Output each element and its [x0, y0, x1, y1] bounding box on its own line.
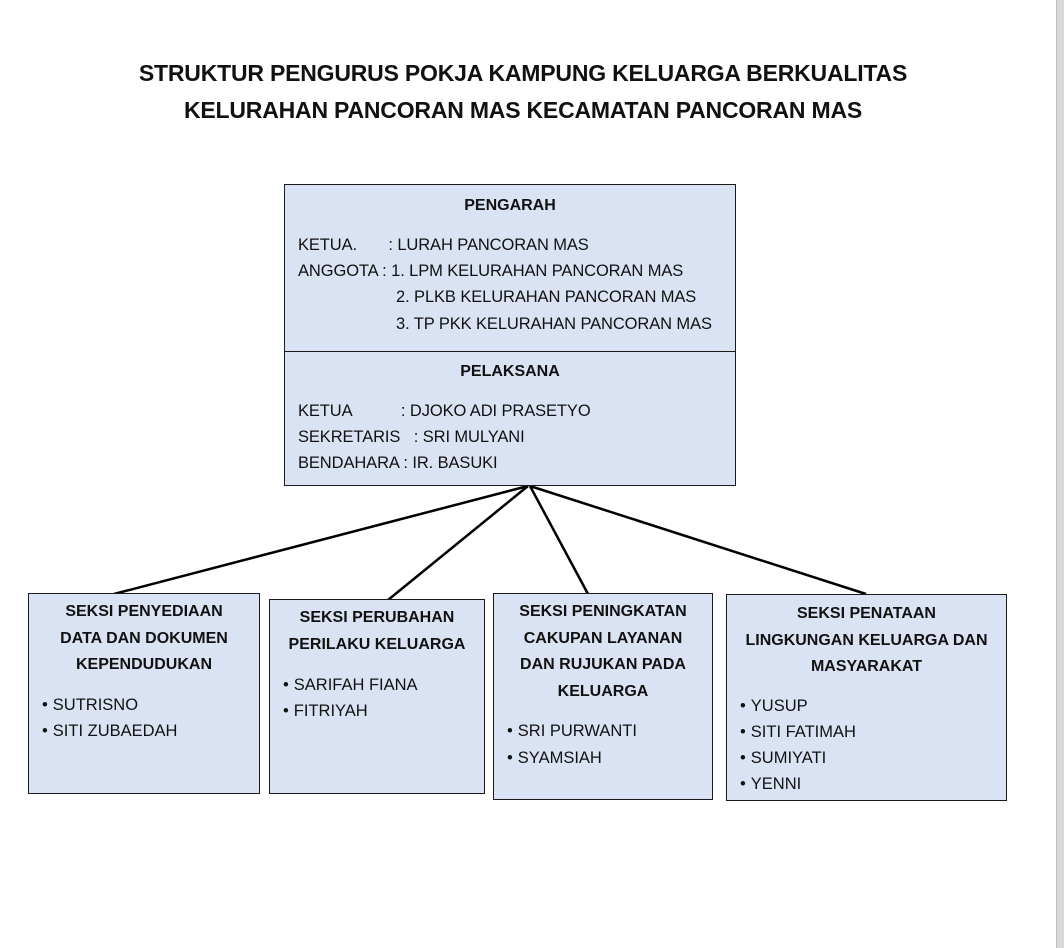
- section-title-line: SEKSI PENINGKATAN: [519, 603, 687, 620]
- page-edge: [1057, 0, 1064, 948]
- pengarah-heading: PENGARAH: [464, 197, 556, 214]
- member-item: SYAMSIAH: [507, 749, 602, 768]
- pelaksana-box: PELAKSANA KETUA : DJOKO ADI PRASETYO SEK…: [284, 351, 736, 486]
- section-box-penataan-lingkungan: SEKSI PENATAAN LINGKUNGAN KELUARGA DAN M…: [726, 594, 1007, 801]
- section-title: SEKSI PENYEDIAAN DATA DAN DOKUMEN KEPEND…: [29, 599, 259, 679]
- section-box-penyediaan-data: SEKSI PENYEDIAAN DATA DAN DOKUMEN KEPEND…: [28, 593, 260, 794]
- section-title: SEKSI PENINGKATAN CAKUPAN LAYANAN DAN RU…: [494, 599, 712, 705]
- section-title: SEKSI PERUBAHAN PERILAKU KELUARGA: [270, 605, 484, 658]
- pelaksana-sekretaris: SEKRETARIS : SRI MULYANI: [298, 428, 525, 446]
- section-title-line: KELUARGA: [557, 682, 649, 700]
- member-item: SARIFAH FIANA: [283, 676, 418, 695]
- member-item: SRI PURWANTI: [507, 722, 637, 741]
- connector-to-section-2: [387, 485, 529, 601]
- connector-to-section-1: [113, 484, 529, 596]
- pengarah-anggota-3: 3. TP PKK KELURAHAN PANCORAN MAS: [396, 315, 712, 333]
- section-title-line: MASYARAKAT: [810, 658, 923, 675]
- member-item: SITI ZUBAEDAH: [42, 722, 178, 741]
- section-title-line: CAKUPAN LAYANAN: [523, 629, 683, 647]
- section-box-perubahan-perilaku: SEKSI PERUBAHAN PERILAKU KELUARGA SARIFA…: [269, 599, 485, 794]
- title-line-2: KELURAHAN PANCORAN MAS KECAMATAN PANCORA…: [184, 97, 862, 123]
- connector-to-section-4: [529, 484, 867, 596]
- section-title-line: KEPENDUDUKAN: [75, 656, 212, 673]
- pelaksana-heading: PELAKSANA: [460, 363, 560, 380]
- section-title-line: SEKSI PENYEDIAAN: [65, 603, 223, 620]
- pengarah-box: PENGARAH KETUA. : LURAH PANCORAN MAS ANG…: [284, 184, 736, 352]
- section-title: SEKSI PENATAAN LINGKUNGAN KELUARGA DAN M…: [727, 601, 1006, 681]
- connector-to-section-3: [528, 485, 590, 595]
- pengarah-ketua: KETUA. : LURAH PANCORAN MAS: [298, 236, 589, 254]
- title-line-1: STRUKTUR PENGURUS POKJA KAMPUNG KELUARGA…: [138, 60, 908, 86]
- section-title-line: SEKSI PENATAAN: [797, 605, 936, 622]
- section-title-line: LINGKUNGAN KELUARGA DAN: [745, 631, 988, 649]
- section-box-peningkatan-cakupan: SEKSI PENINGKATAN CAKUPAN LAYANAN DAN RU…: [493, 593, 713, 800]
- member-item: SITI FATIMAH: [740, 723, 856, 742]
- section-title-line: SEKSI PERUBAHAN: [299, 609, 455, 626]
- section-title-line: PERILAKU KELUARGA: [288, 635, 466, 653]
- member-item: YUSUP: [740, 697, 808, 716]
- pelaksana-ketua: KETUA : DJOKO ADI PRASETYO: [298, 402, 591, 420]
- member-item: SUMIYATI: [740, 749, 826, 768]
- pengarah-anggota-1: ANGGOTA : 1. LPM KELURAHAN PANCORAN MAS: [298, 262, 684, 280]
- page-edge-line: [1056, 0, 1057, 948]
- section-title-line: DAN RUJUKAN PADA: [520, 656, 686, 673]
- member-item: YENNI: [740, 775, 801, 794]
- member-item: SUTRISNO: [42, 696, 138, 715]
- pengarah-anggota-2: 2. PLKB KELURAHAN PANCORAN MAS: [396, 288, 697, 306]
- pelaksana-bendahara: BENDAHARA : IR. BASUKI: [298, 454, 498, 472]
- section-title-line: DATA DAN DOKUMEN: [60, 629, 228, 647]
- member-item: FITRIYAH: [283, 702, 368, 721]
